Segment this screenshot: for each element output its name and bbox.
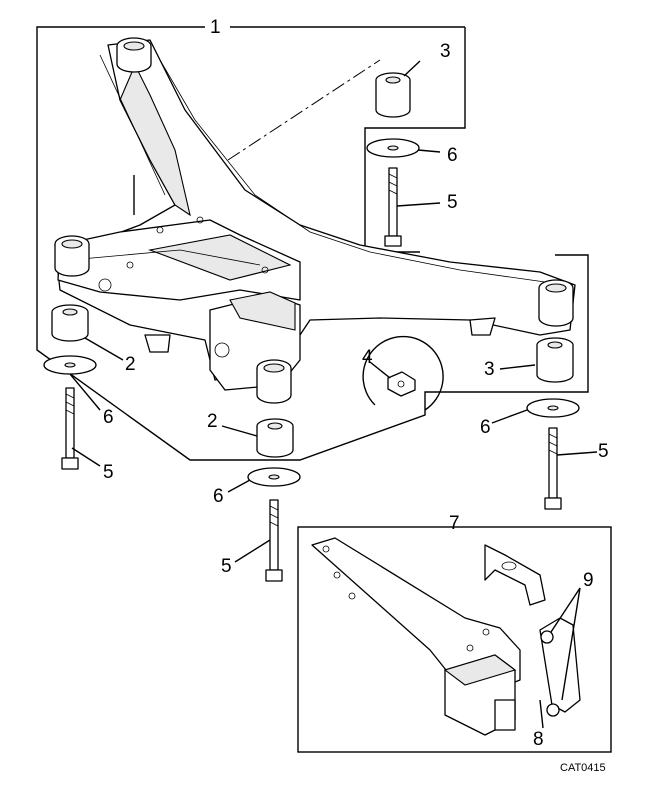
callout-8: 8 xyxy=(533,729,544,750)
callout-6-left: 6 xyxy=(103,407,114,428)
callout-5-top: 5 xyxy=(447,192,458,213)
callout-5-left: 5 xyxy=(103,462,114,483)
bolt-centre xyxy=(265,499,283,582)
callout-7: 7 xyxy=(449,513,460,534)
bush-centre-2 xyxy=(256,418,294,458)
washer-top xyxy=(366,138,420,158)
centre-line xyxy=(227,59,381,161)
leader-lines xyxy=(69,60,598,729)
callout-5-right: 5 xyxy=(598,441,609,462)
callout-3-right: 3 xyxy=(484,359,495,380)
callout-2-centre: 2 xyxy=(207,411,218,432)
callout-3-top: 3 xyxy=(440,41,451,62)
bush-left-2 xyxy=(51,304,89,342)
rear-subframe xyxy=(54,37,576,404)
bolt-right xyxy=(544,427,562,510)
callout-6-centre: 6 xyxy=(213,486,224,507)
callout-6-top: 6 xyxy=(447,145,458,166)
bolt-left xyxy=(61,387,79,470)
sensor-detail-box xyxy=(297,526,612,753)
nut-detail-4 xyxy=(362,335,444,411)
assembly-outline xyxy=(36,26,589,461)
washer-right xyxy=(526,398,580,418)
bolt-top xyxy=(384,167,402,247)
bush-right-3 xyxy=(536,337,574,383)
washer-centre xyxy=(247,467,301,487)
callout-6-right: 6 xyxy=(480,417,491,438)
callout-5-centre: 5 xyxy=(221,556,232,577)
catalog-code: CAT0415 xyxy=(560,762,606,774)
callout-4: 4 xyxy=(362,347,373,368)
washer-left xyxy=(43,355,97,375)
callout-9: 9 xyxy=(583,570,594,591)
upper-bush-3 xyxy=(375,72,411,118)
callout-2-left: 2 xyxy=(125,354,136,375)
height-sensor-bracket xyxy=(311,537,581,736)
callout-1: 1 xyxy=(210,17,221,38)
